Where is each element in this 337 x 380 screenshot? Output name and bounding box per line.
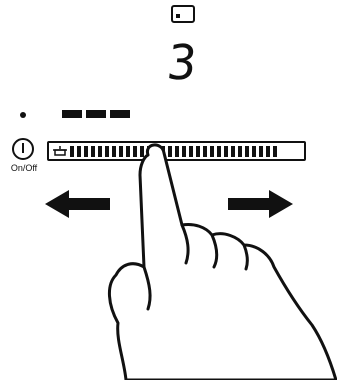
slider-tick [70,145,74,157]
slider-tick [259,145,263,157]
slider-tick [84,145,88,157]
pointing-hand-icon [108,143,337,380]
arrow-right-icon [228,190,293,218]
pot-icon [53,146,67,156]
slider-tick [238,145,242,157]
slider-tick [140,145,144,157]
pan-icon [171,5,195,23]
slider-tick [77,145,81,157]
slider-tick [182,145,186,157]
slider-tick [245,145,249,157]
indicator-segment [110,110,130,118]
slider-tick [105,145,109,157]
indicator-segment [86,110,106,118]
arrow-left-icon [45,190,110,218]
slider-tick [133,145,137,157]
slider-tick [189,145,193,157]
slider-tick [203,145,207,157]
slider-tick [266,145,270,157]
slider-tick [126,145,130,157]
slider-tick [231,145,235,157]
slider-tick [210,145,214,157]
power-level-display: 3 [164,35,200,91]
slider-tick [98,145,102,157]
slider-tick [168,145,172,157]
status-dot [20,112,26,118]
indicator-segment [62,110,82,118]
on-off-label: On/Off [10,163,38,173]
slider-tick [112,145,116,157]
slider-tick [175,145,179,157]
slider-tick [217,145,221,157]
power-icon[interactable] [11,137,35,161]
slider-tick [273,145,277,157]
slider-tick [196,145,200,157]
slider-tick [91,145,95,157]
slider-tick [252,145,256,157]
slider-tick [224,145,228,157]
slider-tick [119,145,123,157]
